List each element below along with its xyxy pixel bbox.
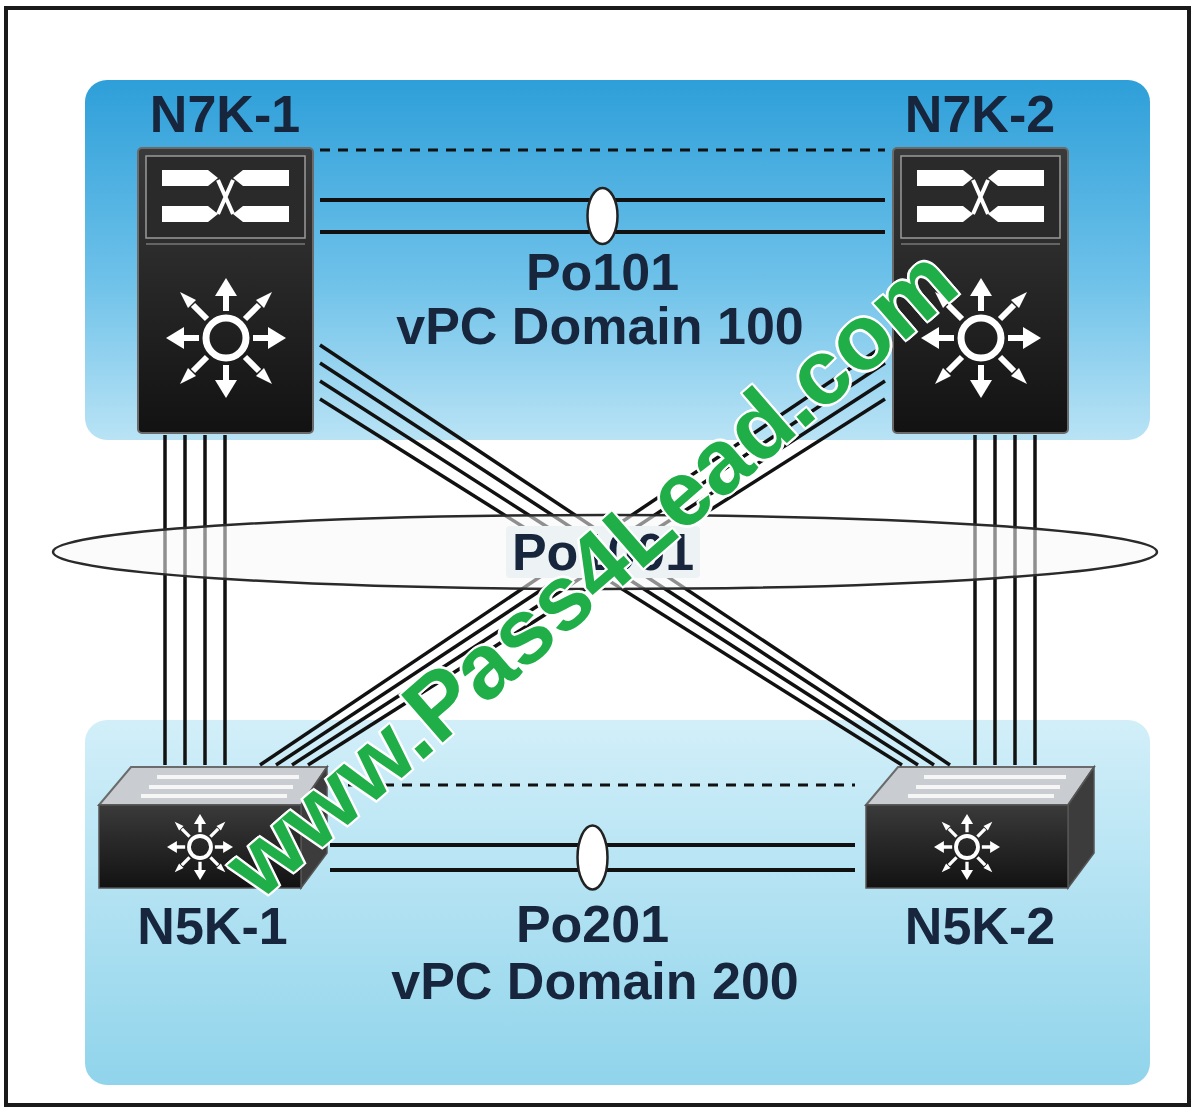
link-wire <box>163 435 167 765</box>
band-ground <box>85 720 1150 1085</box>
nexus-5000-switch: N5K-2 <box>855 765 1105 960</box>
port-channel-symbol <box>588 188 618 244</box>
link-wire <box>1013 435 1017 765</box>
peer-keepalive-link <box>320 150 885 151</box>
link-wire <box>993 435 997 765</box>
switch-name: N5K-2 <box>905 900 1055 952</box>
link-wire <box>320 149 885 152</box>
uplink-bundle <box>975 435 1035 765</box>
switch-name: N7K-2 <box>905 88 1055 140</box>
peer-link <box>330 826 855 890</box>
link-wire <box>223 435 227 765</box>
link-wire <box>183 435 187 765</box>
nexus-7000-icon <box>138 148 313 433</box>
peer-link <box>320 188 885 244</box>
link-wire <box>973 435 977 765</box>
domain-label: vPC Domain 200 <box>391 955 799 1007</box>
port-channel-label: Po101 <box>526 246 679 298</box>
uplink-bundle <box>165 435 225 765</box>
domain-label: vPC Domain 100 <box>396 300 804 352</box>
port-channel-symbol <box>578 826 608 890</box>
nexus-7000-switch: N7K-1 <box>130 88 320 435</box>
link-wire <box>203 435 207 765</box>
link-wire <box>1033 435 1037 765</box>
band-ground <box>85 80 1150 440</box>
outer-frame <box>6 8 1189 1105</box>
switch-name: N7K-1 <box>150 88 300 140</box>
port-channel-label: Po201 <box>516 898 669 950</box>
nexus-5000-icon <box>866 767 1094 888</box>
